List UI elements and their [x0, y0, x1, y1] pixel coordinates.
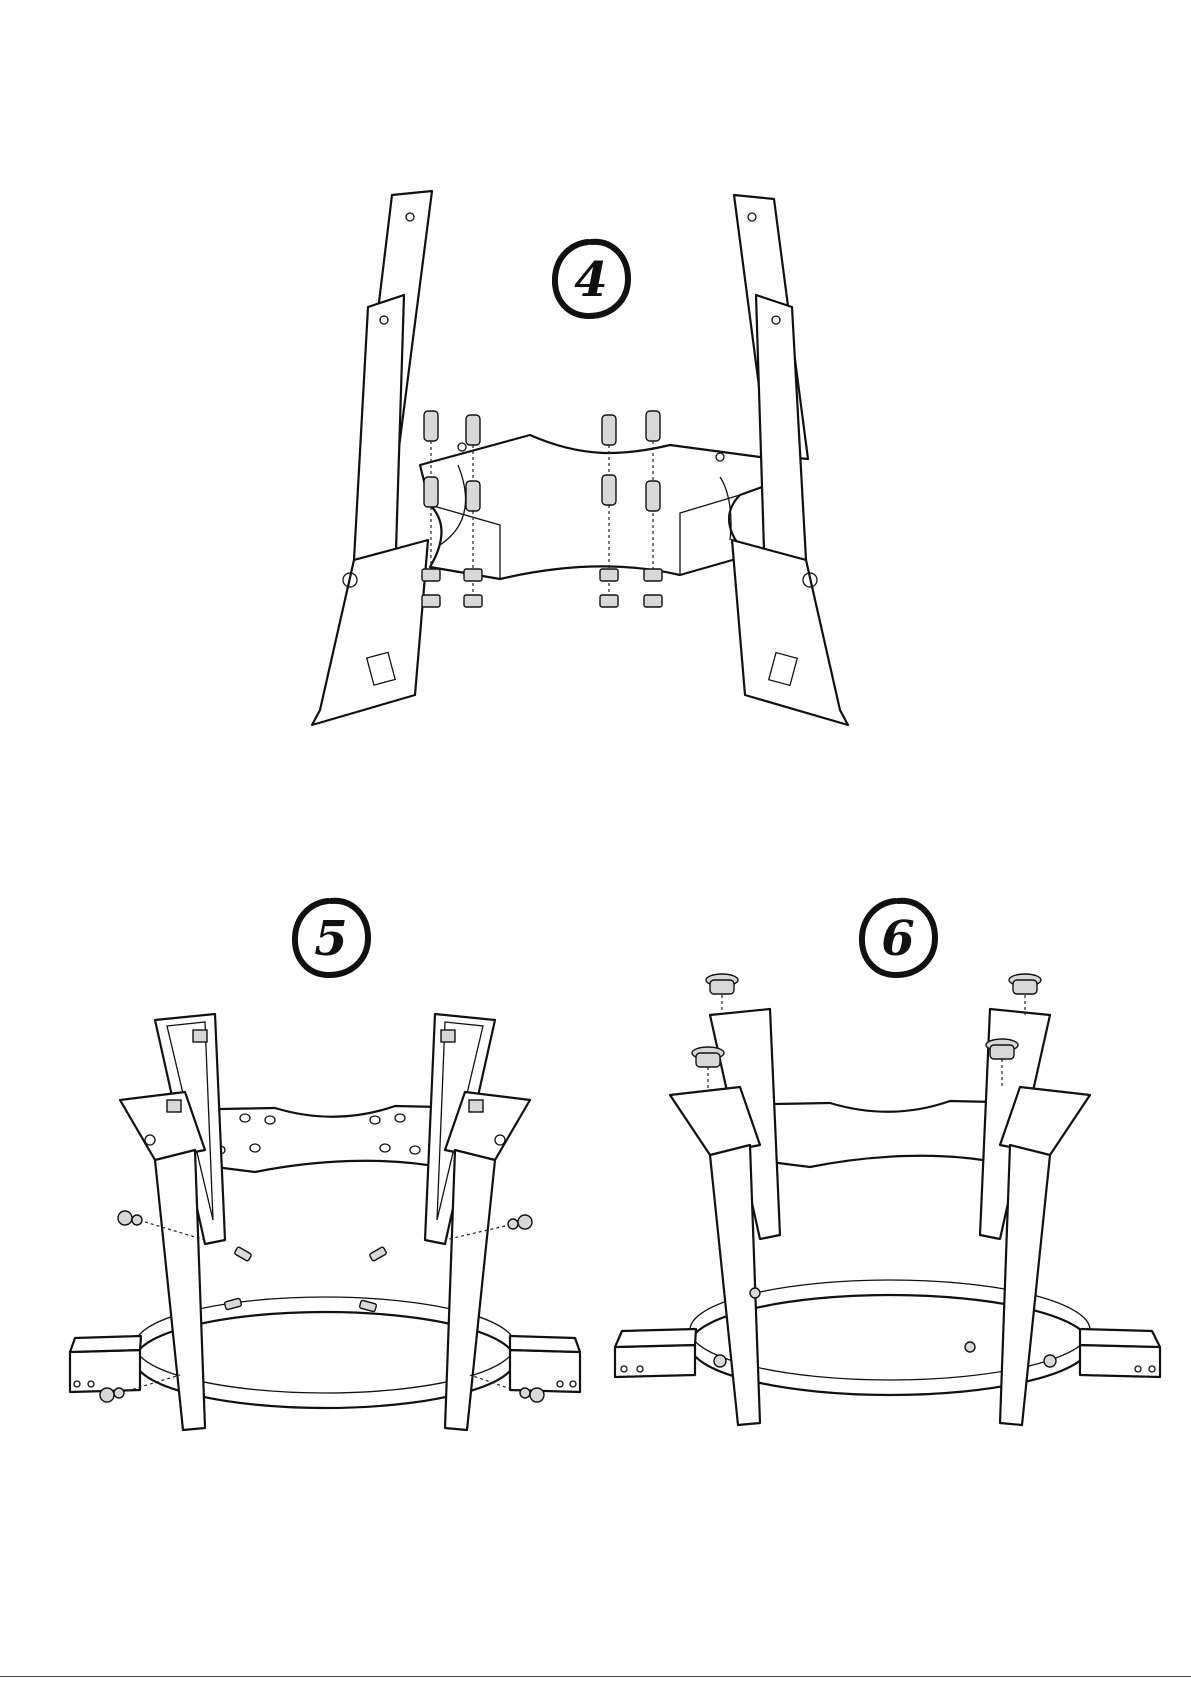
- footer-rule: [0, 1676, 1191, 1677]
- step-6-exploded-view: [600, 975, 1160, 1435]
- front-right-leg: [732, 295, 848, 725]
- step-6-badge: 6: [855, 895, 941, 981]
- step-6-number: 6: [881, 911, 914, 967]
- hex-nuts: [422, 569, 662, 607]
- right-foot-bracket: [510, 1336, 580, 1392]
- left-foot-bracket: [70, 1336, 141, 1392]
- step-5-badge: 5: [288, 895, 374, 981]
- left-foot-bracket: [615, 1329, 696, 1377]
- right-foot-bracket: [1080, 1329, 1160, 1377]
- step-5-number: 5: [314, 911, 347, 967]
- step-5-exploded-view: [55, 1000, 595, 1440]
- step-4-exploded-view: [320, 195, 840, 775]
